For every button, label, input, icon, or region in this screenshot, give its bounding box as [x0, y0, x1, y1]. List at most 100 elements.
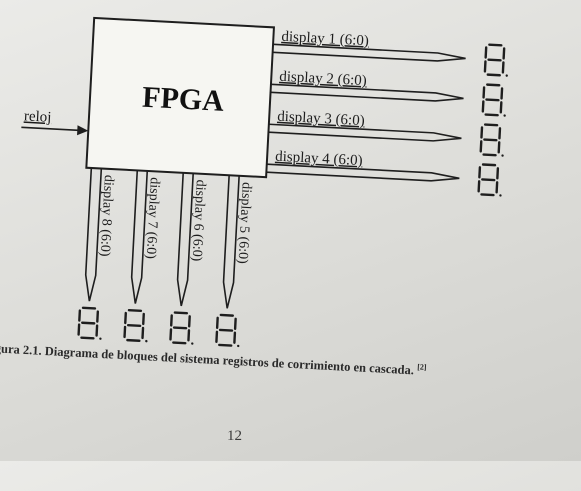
display-segment-4 — [123, 325, 127, 339]
right-bus-label-2: display 2 (6:0) — [279, 69, 367, 90]
display-segment-0 — [486, 83, 501, 87]
display-segment-4 — [477, 180, 481, 193]
display-segment-5 — [480, 126, 484, 139]
display-segment-0 — [81, 306, 97, 310]
display-segment-2 — [495, 181, 499, 194]
display-segment-4 — [215, 330, 219, 343]
display-segment-1 — [500, 87, 504, 100]
display-segment-4 — [169, 328, 173, 341]
display-segment-5 — [482, 86, 486, 99]
bottom-bus-label-2: display 7 (6:0) — [143, 177, 162, 260]
clock-input-label: reloj — [24, 108, 52, 125]
display-dot — [99, 337, 102, 340]
bottom-seven-segment-display-3 — [169, 311, 194, 345]
right-bus-label-1: display 1 (6:0) — [281, 29, 369, 50]
display-segment-2 — [501, 61, 505, 74]
display-segment-4 — [481, 100, 485, 113]
right-seven-segment-display-1 — [483, 43, 508, 77]
display-segment-3 — [80, 336, 95, 340]
display-segment-5 — [170, 314, 173, 327]
display-segment-2 — [187, 329, 191, 342]
display-segment-5 — [215, 316, 219, 330]
right-seven-segment-display-3 — [479, 123, 504, 157]
display-segment-2 — [95, 324, 99, 337]
bottom-bus-label-3: display 6 (6:0) — [189, 179, 208, 262]
display-segment-4 — [77, 323, 81, 336]
fpga-block — [85, 16, 275, 179]
display-segment-0 — [483, 123, 499, 127]
display-segment-1 — [96, 310, 100, 323]
clock-input-arrow — [21, 126, 84, 132]
display-segment-6 — [81, 321, 96, 325]
right-seven-segment-display-4 — [477, 163, 502, 197]
display-dot — [145, 339, 148, 343]
display-dot — [499, 194, 502, 197]
display-segment-2 — [499, 101, 503, 114]
display-segment-0 — [488, 43, 503, 47]
right-bus-arrow-3 — [268, 123, 462, 142]
bottom-bus-arrow-3 — [176, 172, 194, 307]
bottom-bus-label-1: display 8 (6:0) — [97, 175, 116, 258]
bottom-seven-segment-display-4 — [215, 313, 240, 348]
display-segment-4 — [479, 140, 483, 153]
display-dot — [505, 74, 508, 77]
display-segment-4 — [483, 60, 487, 73]
display-segment-5 — [478, 166, 482, 179]
display-segment-6 — [481, 178, 496, 182]
display-segment-2 — [141, 326, 145, 340]
page-number: 12 — [227, 428, 242, 444]
display-segment-3 — [172, 341, 187, 345]
right-output-buses: display 1 (6:0) display 2 (6:0) display 3 … — [266, 29, 508, 197]
display-segment-2 — [233, 331, 237, 344]
right-bus-label-3: display 3 (6:0) — [277, 109, 365, 130]
display-segment-1 — [496, 167, 500, 180]
display-segment-5 — [124, 311, 127, 325]
display-segment-1 — [233, 317, 237, 330]
fpga-label: FPGA — [141, 81, 225, 118]
figure-caption-prefix: Figura 2.1. — [0, 340, 43, 358]
display-dot — [503, 114, 506, 117]
display-segment-0 — [173, 311, 189, 315]
display-dot — [237, 344, 240, 348]
display-segment-2 — [497, 141, 501, 154]
display-segment-0 — [127, 308, 143, 313]
display-segment-0 — [481, 163, 497, 167]
display-dot — [191, 342, 194, 345]
clock-arrowhead-icon — [77, 125, 89, 136]
display-segment-3 — [486, 73, 501, 77]
right-seven-segment-display-2 — [481, 83, 506, 117]
display-segment-3 — [126, 338, 141, 342]
bottom-bus-arrow-2 — [130, 170, 149, 304]
display-segment-3 — [482, 153, 497, 157]
display-segment-3 — [484, 113, 499, 117]
figure-reference: [2] — [417, 362, 427, 372]
bottom-bus-arrow-4 — [222, 175, 240, 309]
display-segment-6 — [172, 326, 188, 330]
display-segment-0 — [219, 313, 235, 317]
display-segment-1 — [142, 312, 145, 326]
right-bus-arrow-2 — [270, 83, 464, 102]
display-segment-1 — [498, 127, 502, 140]
display-segment-1 — [187, 315, 191, 328]
display-segment-6 — [126, 323, 142, 327]
bottom-bus-arrow-1 — [84, 167, 103, 302]
bottom-output-buses: display 8 (6:0) display 7 (6:0) display 6 … — [77, 167, 254, 348]
display-segment-3 — [480, 193, 495, 197]
bottom-seven-segment-display-1 — [77, 306, 102, 340]
display-segment-6 — [485, 98, 500, 102]
display-segment-6 — [218, 328, 234, 332]
display-segment-1 — [502, 47, 506, 60]
bottom-bus-label-4: display 5 (6:0) — [235, 182, 254, 265]
display-segment-3 — [218, 343, 233, 347]
bottom-seven-segment-display-2 — [123, 308, 148, 343]
display-segment-6 — [483, 138, 498, 142]
right-bus-arrow-4 — [266, 163, 460, 182]
display-dot — [501, 154, 504, 157]
display-segment-6 — [487, 58, 502, 62]
right-bus-arrow-1 — [272, 43, 466, 62]
display-segment-5 — [78, 309, 82, 322]
document-page: FPGA reloj display 1 (6:0) display 2 (6:0… — [0, 16, 508, 444]
display-segment-5 — [484, 46, 488, 59]
